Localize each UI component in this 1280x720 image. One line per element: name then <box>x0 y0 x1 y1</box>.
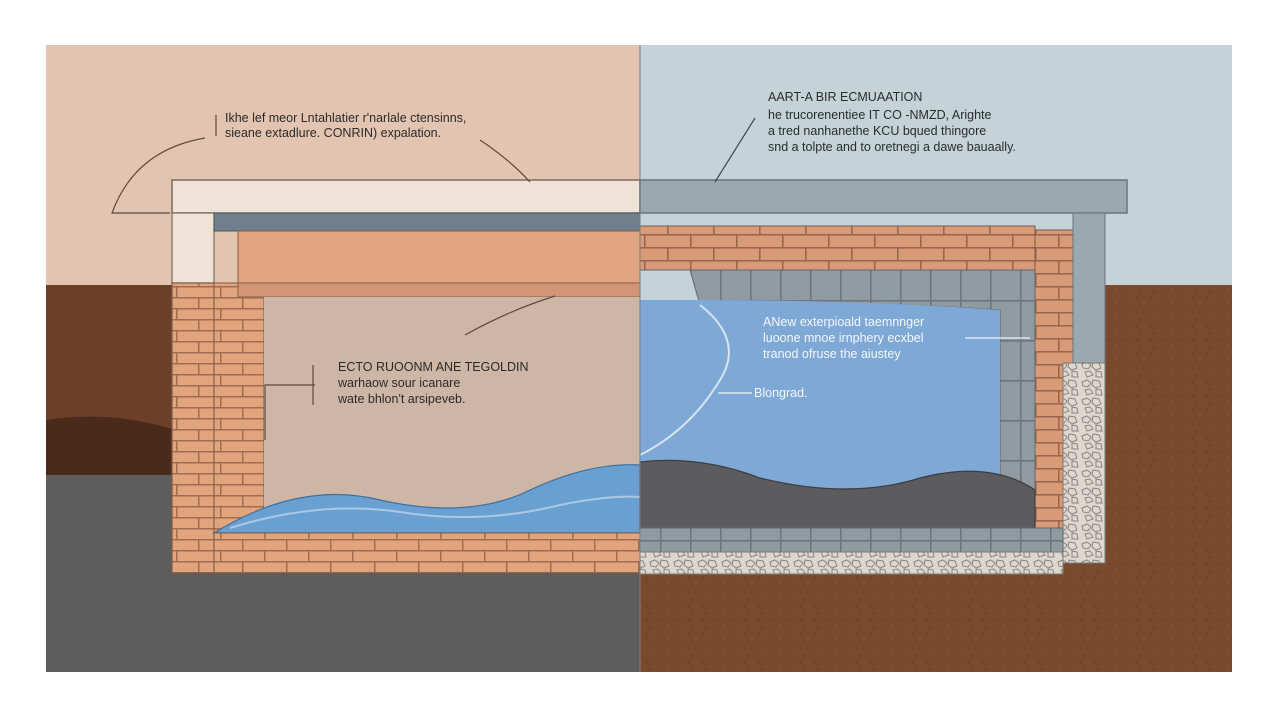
right-concrete-column <box>1072 212 1106 364</box>
left-footing-bricks <box>213 532 641 574</box>
leader-left-beam <box>464 295 556 336</box>
leader-top-left-b <box>479 139 531 183</box>
right-dark-fill-mound <box>639 459 1036 531</box>
left-brick-wall-outer <box>171 282 215 574</box>
label-top-right-line3: snd a tolpte and to oretnegi a dawe baua… <box>768 140 1016 154</box>
right-gravel-wall <box>1062 362 1106 564</box>
left-steel-header <box>213 212 641 232</box>
label-top-left-line1: Ikhe lef meor Lntahlatier r'narlale cten… <box>225 111 466 125</box>
label-left-interior-line1: ECTO RUOONM ANE TEGOLDIN <box>338 360 529 374</box>
right-gravel-bed <box>639 551 1064 575</box>
label-top-right-line2: a tred nanhanethe KCU bqued thingore <box>768 124 986 138</box>
label-left-interior-line2: warhaow sour icanare <box>337 376 460 390</box>
label-right-arrow: Blongrad. <box>754 386 808 400</box>
left-water-layer <box>211 464 641 534</box>
left-wood-beam <box>237 230 641 284</box>
left-slab-cap <box>171 179 641 214</box>
leader-left-interior <box>264 384 315 440</box>
leader-top-right <box>714 117 756 183</box>
right-footing-block <box>639 527 1064 553</box>
left-water-highlight <box>229 495 641 529</box>
vapor-barrier-sheet <box>639 304 730 456</box>
leader-top-left-a <box>111 137 206 214</box>
left-outer-wall-pale <box>171 212 215 284</box>
label-right-interior-line2: luoone mnoe irnphery ecxbel <box>763 331 924 345</box>
left-soil-dark-strip <box>46 416 176 475</box>
right-soil-bottom <box>640 560 1232 672</box>
label-right-interior-line1: ANew exterpioald taemnnger <box>763 315 924 329</box>
label-left-interior-line3: wate bhlon't arsipeveb. <box>337 392 465 406</box>
label-top-right-line1: he trucorenentiee IT CO -NMZD, Arighte <box>768 108 992 122</box>
right-brick-beam <box>639 225 1036 271</box>
left-beam-lower <box>237 282 641 298</box>
right-slab-cap <box>639 179 1128 214</box>
label-right-interior-line3: tranod ofruse the aiustey <box>763 347 901 361</box>
label-top-right-title: AART-A BIR ECMUAATION <box>768 90 922 104</box>
left-brick-wall-inner <box>213 282 265 534</box>
label-top-left-line2: sieane extadlure. CONRIN) expalation. <box>225 126 441 140</box>
